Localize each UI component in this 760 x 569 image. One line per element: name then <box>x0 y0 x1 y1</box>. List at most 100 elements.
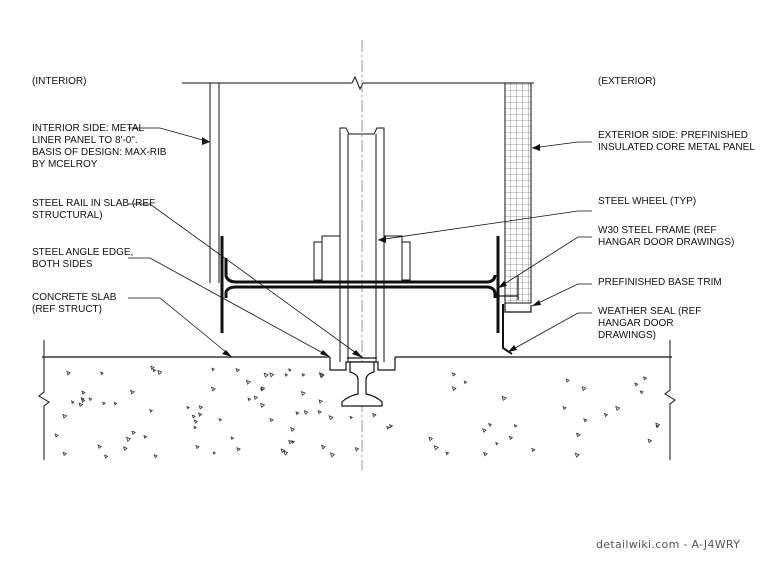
aggregate-mark <box>501 395 507 401</box>
aggregate-mark <box>482 428 487 433</box>
aggregate-mark <box>193 425 197 430</box>
leader-lines <box>128 127 592 359</box>
interior-liner-panel <box>209 83 220 283</box>
aggregate-mark <box>195 444 200 450</box>
aggregate-mark <box>149 408 154 413</box>
aggregate-mark <box>88 397 93 402</box>
aggregate-mark <box>321 444 326 450</box>
aggregate-mark <box>328 415 334 421</box>
aggregate-mark <box>269 418 274 423</box>
aggregate-mark <box>186 405 190 410</box>
aggregate-mark <box>388 424 394 429</box>
aggregate-mark <box>218 418 223 422</box>
aggregate-mark <box>634 382 639 387</box>
aggregate-mark <box>583 418 588 423</box>
aggregate-mark <box>193 419 199 424</box>
aggregate-mark <box>247 397 252 402</box>
aggregate-mark <box>157 369 163 376</box>
aggregate-mark <box>303 410 309 415</box>
label-w30-frame: W30 STEEL FRAME (REF HANGAR DOOR DRAWING… <box>598 225 734 248</box>
aggregate-mark <box>125 436 132 442</box>
aggregate-mark <box>230 436 235 441</box>
aggregate-mark <box>495 441 499 446</box>
aggregate-mark <box>102 401 106 406</box>
aggregate-mark <box>288 439 294 445</box>
aggregate-mark <box>615 405 621 411</box>
aggregate-mark <box>197 412 203 417</box>
aggregate-mark <box>269 372 275 378</box>
aggregate-mark <box>508 435 514 441</box>
base-trim <box>498 276 532 313</box>
aggregate-mark <box>451 386 457 392</box>
aggregate-mark <box>131 430 136 436</box>
aggregate-mark <box>100 371 104 376</box>
annotation-labels: (INTERIOR) (EXTERIOR) INTERIOR SIDE: MET… <box>32 76 755 551</box>
label-base-trim: PREFINISHED BASE TRIM <box>598 277 722 288</box>
aggregate-mark <box>317 409 322 415</box>
aggregate-mark <box>372 412 377 418</box>
aggregate-mark <box>235 367 241 373</box>
aggregate-mark <box>130 389 135 395</box>
aggregate-mark <box>488 422 493 427</box>
aggregate-mark <box>191 414 196 419</box>
aggregate-mark <box>122 446 128 451</box>
label-weather-seal: WEATHER SEAL (REF HANGAR DOOR DRAWINGS) <box>598 306 704 341</box>
aggregate-mark <box>647 438 653 444</box>
aggregate-mark <box>150 365 155 371</box>
aggregate-mark <box>280 448 286 454</box>
aggregate-mark <box>210 386 216 392</box>
aggregate-mark <box>143 434 148 439</box>
aggregate-mark <box>463 380 468 385</box>
aggregate-mark <box>433 445 439 451</box>
aggregate-mark <box>531 447 536 453</box>
aggregate-mark <box>483 451 488 457</box>
label-exterior: (EXTERIOR) <box>598 76 656 87</box>
aggregate-mark <box>451 372 457 377</box>
aggregate-mark <box>295 411 300 416</box>
concrete-aggregate <box>54 365 661 459</box>
label-interior: (INTERIOR) <box>32 76 86 87</box>
aggregate-mark <box>152 368 157 373</box>
aggregate-mark <box>283 450 289 456</box>
aggregate-mark <box>386 425 391 430</box>
aggregate-mark <box>562 405 567 411</box>
label-interior-side: INTERIOR SIDE: METAL LINER PANEL TO 8'-0… <box>32 123 169 170</box>
label-steel-rail: STEEL RAIL IN SLAB (REF STRUCTURAL) <box>32 198 158 221</box>
aggregate-mark <box>642 376 648 381</box>
aggregate-mark <box>290 427 296 432</box>
aggregate-mark <box>66 370 72 376</box>
aggregate-mark <box>513 424 518 428</box>
source-credit: detailwiki.com - A-J4WRY <box>596 538 740 551</box>
aggregate-mark <box>349 415 354 420</box>
aggregate-mark <box>245 379 252 385</box>
top-break-line <box>182 75 534 91</box>
aggregate-mark <box>104 454 109 459</box>
aggregate-mark <box>300 390 306 396</box>
aggregate-mark <box>603 412 609 418</box>
aggregate-mark <box>62 451 67 457</box>
leader-arrows <box>202 137 541 358</box>
aggregate-mark <box>655 424 660 429</box>
aggregate-mark <box>574 452 580 458</box>
aggregate-mark <box>54 433 59 438</box>
label-steel-angle: STEEL ANGLE EDGE, BOTH SIDES <box>32 247 136 270</box>
aggregate-mark <box>639 390 644 395</box>
aggregate-mark <box>78 402 84 408</box>
aggregate-mark <box>263 372 269 378</box>
concrete-slab <box>38 340 676 460</box>
aggregate-mark <box>212 451 217 455</box>
aggregate-mark <box>445 451 450 456</box>
aggregate-mark <box>354 446 360 452</box>
aggregate-mark <box>236 447 241 452</box>
aggregate-mark <box>288 368 292 372</box>
aggregate-mark <box>198 405 204 410</box>
aggregate-mark <box>575 432 581 438</box>
aggregate-mark <box>81 390 86 395</box>
aggregate-mark <box>260 402 266 409</box>
exterior-insulated-panel <box>504 82 532 304</box>
aggregate-mark <box>113 401 118 406</box>
aggregate-mark <box>211 367 215 372</box>
aggregate-mark <box>329 452 336 458</box>
label-exterior-side: EXTERIOR SIDE: PREFINISHED INSULATED COR… <box>598 130 755 153</box>
